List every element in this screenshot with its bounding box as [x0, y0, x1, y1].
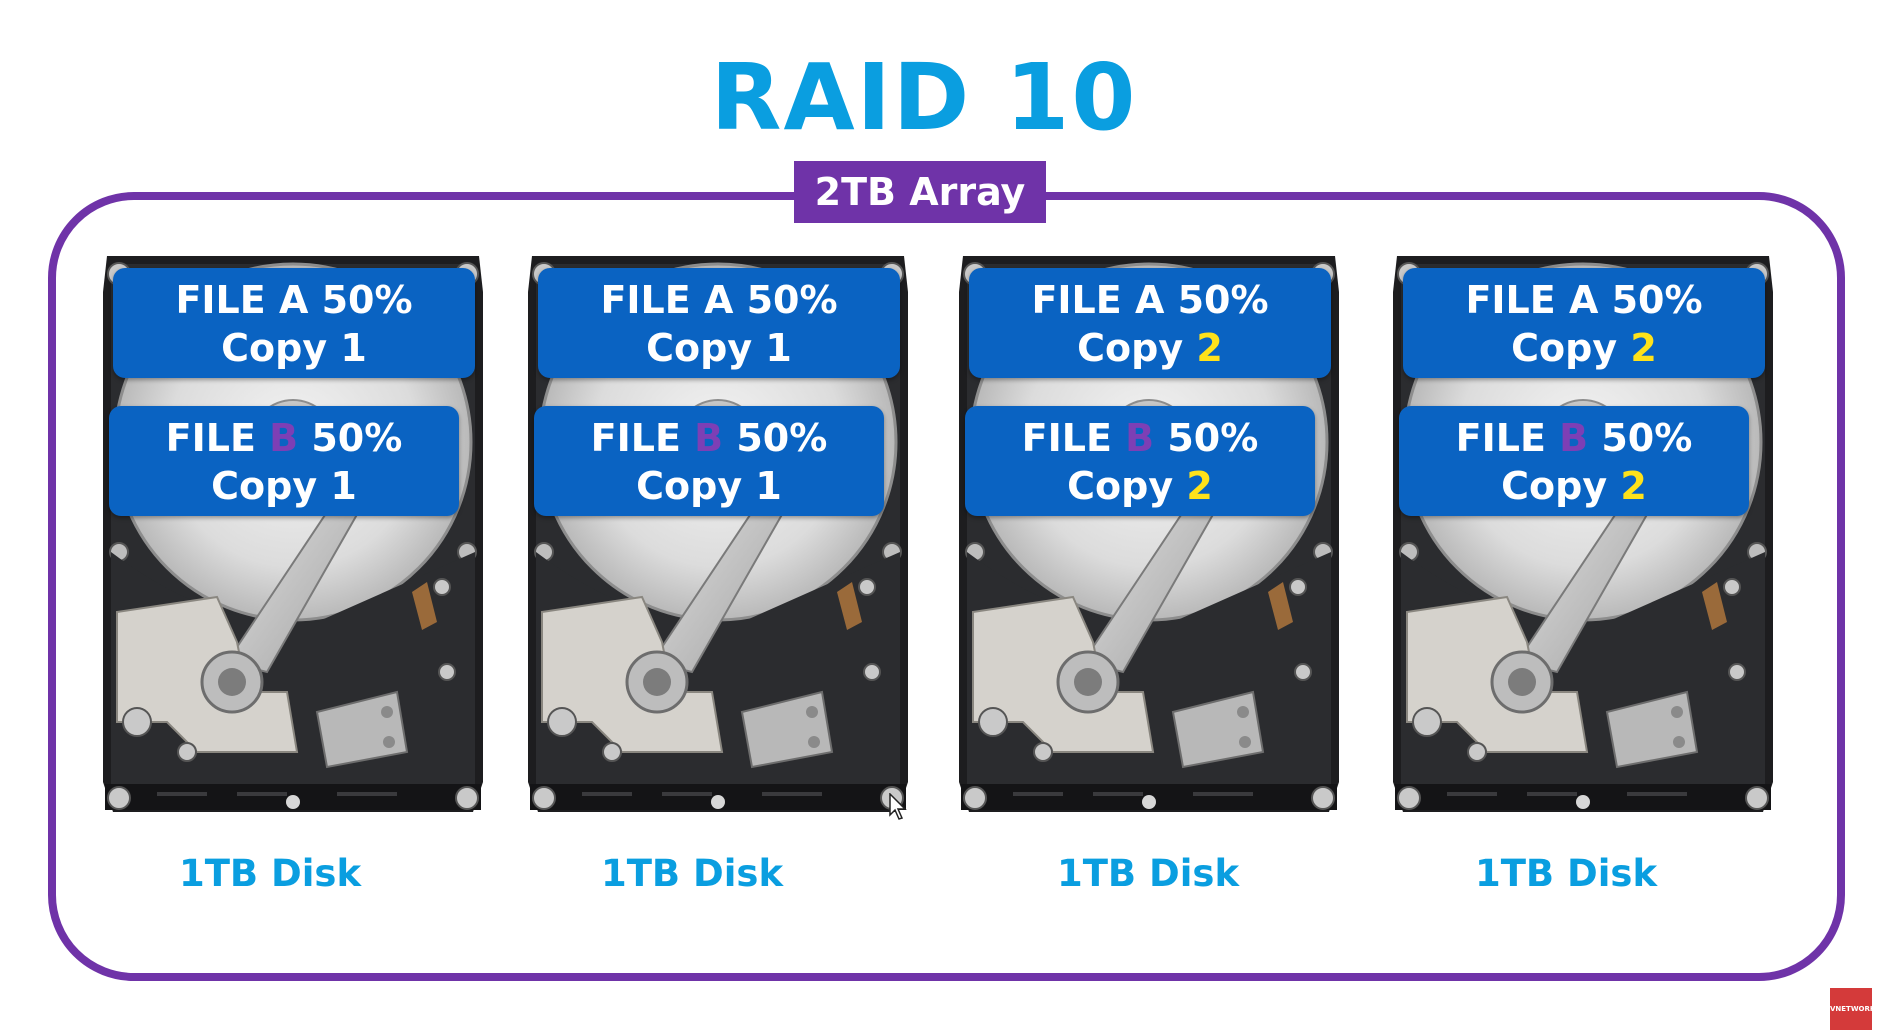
channel-logo: VNETWORK: [1830, 988, 1872, 1030]
file-a-heading: FILE A 50%: [1465, 278, 1703, 322]
mouse-cursor-icon: [889, 793, 907, 820]
file-a-chunk: FILE A 50% Copy 1: [113, 268, 475, 378]
diagram-title: RAID 10: [710, 44, 1138, 151]
file-b-heading: FILE B 50%: [590, 416, 828, 460]
file-b-chunk: FILE B 50% Copy 2: [1399, 406, 1749, 516]
file-b-heading: FILE B 50%: [1455, 416, 1693, 460]
file-b-chunk: FILE B 50% Copy 1: [109, 406, 459, 516]
file-b-heading: FILE B 50%: [165, 416, 403, 460]
file-b-heading: FILE B 50%: [1021, 416, 1259, 460]
file-a-chunk: FILE A 50% Copy 1: [538, 268, 900, 378]
disk-1-label: 1TB Disk: [178, 852, 362, 895]
disk-4: FILE A 50% Copy 2 FILE B 50% Copy 2: [1387, 252, 1779, 820]
disk-3: FILE A 50% Copy 2 FILE B 50% Copy 2: [953, 252, 1345, 820]
file-a-copy: Copy 1: [221, 326, 367, 370]
file-a-heading: FILE A 50%: [1031, 278, 1269, 322]
file-a-copy: Copy 2: [1077, 326, 1223, 370]
file-a-chunk: FILE A 50% Copy 2: [969, 268, 1331, 378]
disk-2: FILE A 50% Copy 1 FILE B 50% Copy 1: [522, 252, 914, 820]
file-a-copy: Copy 2: [1511, 326, 1657, 370]
disk-3-label: 1TB Disk: [1056, 852, 1240, 895]
disk-4-label: 1TB Disk: [1474, 852, 1658, 895]
file-b-copy: Copy 1: [636, 464, 782, 508]
disk-2-label: 1TB Disk: [600, 852, 784, 895]
file-a-heading: FILE A 50%: [600, 278, 838, 322]
array-capacity-badge: 2TB Array: [794, 161, 1046, 223]
file-b-chunk: FILE B 50% Copy 1: [534, 406, 884, 516]
file-b-copy: Copy 2: [1501, 464, 1647, 508]
disk-1: FILE A 50% Copy 1 FILE B 50% Copy 1: [97, 252, 489, 820]
file-a-chunk: FILE A 50% Copy 2: [1403, 268, 1765, 378]
file-b-copy: Copy 1: [211, 464, 357, 508]
file-b-copy: Copy 2: [1067, 464, 1213, 508]
file-a-copy: Copy 1: [646, 326, 792, 370]
file-b-chunk: FILE B 50% Copy 2: [965, 406, 1315, 516]
file-a-heading: FILE A 50%: [175, 278, 413, 322]
